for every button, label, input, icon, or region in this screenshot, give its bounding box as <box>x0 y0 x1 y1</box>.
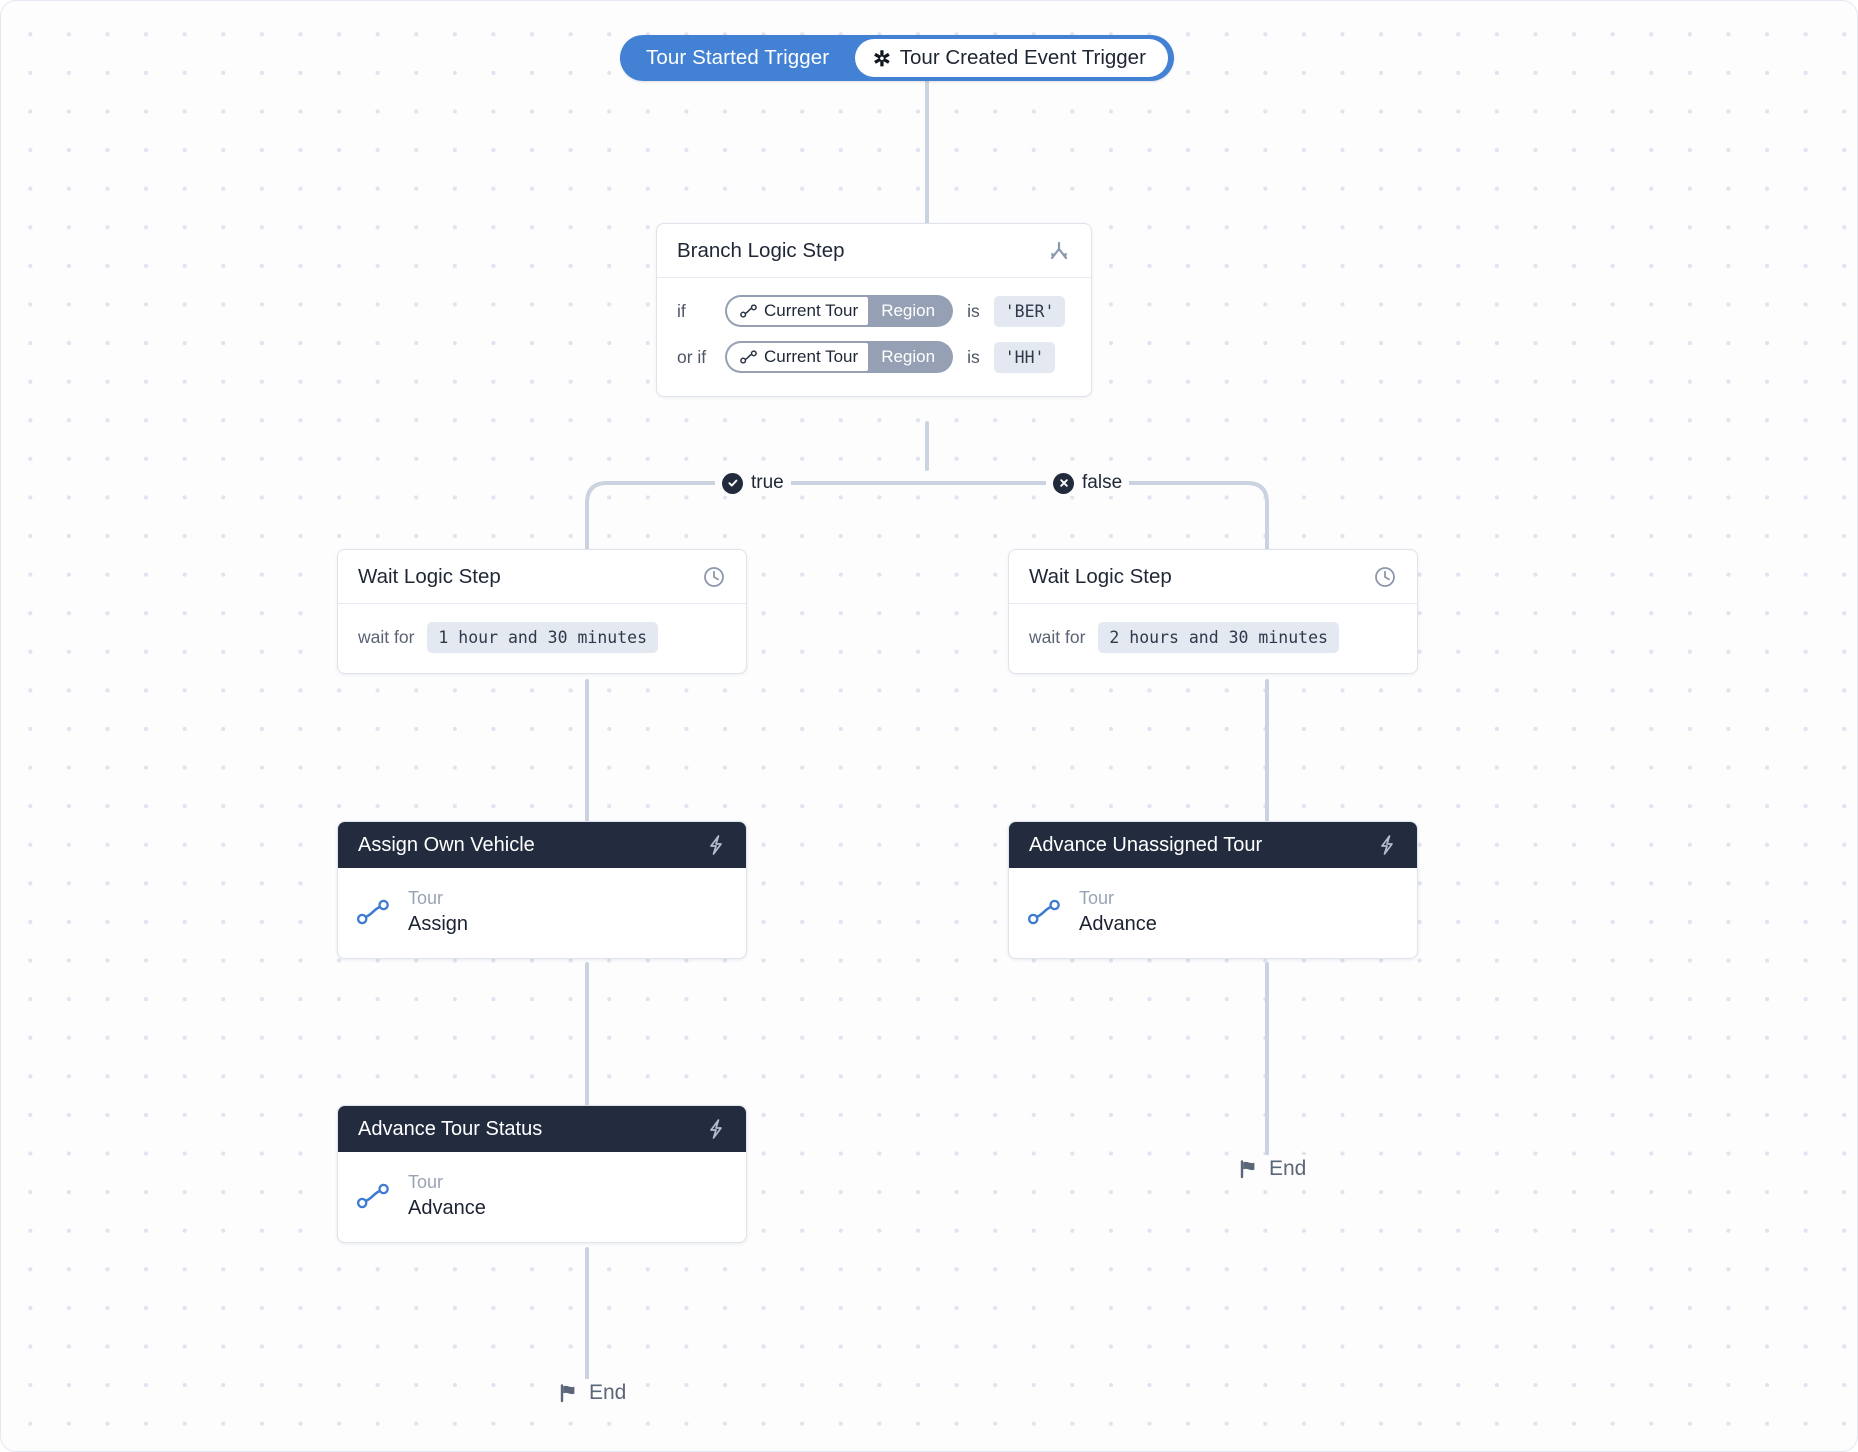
clock-icon <box>1373 565 1397 589</box>
branch-logic-card[interactable]: Branch Logic Step if <box>656 223 1092 397</box>
branch-keyword: or if <box>677 346 707 367</box>
branch-keyword: if <box>677 300 686 321</box>
action-operation: Advance <box>1079 913 1157 936</box>
wait-duration-row[interactable]: wait for 1 hour and 30 minutes <box>358 622 726 653</box>
branch-fork-icon <box>1047 240 1071 262</box>
branch-output-false-label: false <box>1082 472 1123 493</box>
branch-value-chip[interactable]: 'BER' <box>993 295 1066 327</box>
branch-logic-step-node[interactable]: Branch Logic Step if <box>656 223 1092 397</box>
action-card-header: Advance Unassigned Tour <box>1009 822 1417 868</box>
route-icon <box>1027 898 1061 926</box>
trigger-event-chip[interactable]: ✲ Tour Created Event Trigger <box>855 39 1168 77</box>
flag-icon <box>1238 1159 1260 1179</box>
action-card-body: Tour Advance <box>338 1152 746 1242</box>
end-label-text: End <box>589 1381 627 1404</box>
action-entity: Tour <box>1079 888 1115 908</box>
wait-card-body: wait for 1 hour and 30 minutes <box>338 604 746 673</box>
x-circle-icon <box>1053 472 1074 494</box>
wait-for-label: wait for <box>358 627 415 647</box>
action-card-body: Tour Advance <box>1009 868 1417 958</box>
trigger-event-label: Tour Created Event Trigger <box>899 46 1146 69</box>
end-label-text: End <box>1269 1157 1307 1180</box>
action-node-advance-unassigned-tour[interactable]: Advance Unassigned Tour Tour <box>1008 821 1418 960</box>
wait-step-title: Wait Logic Step <box>1029 564 1172 588</box>
wait-card-body: wait for 2 hours and 30 minutes <box>1009 604 1417 673</box>
branch-output-true[interactable]: true <box>715 470 791 496</box>
action-detail: Tour Assign <box>408 886 468 938</box>
variable-pill[interactable]: Current Tour Region <box>725 341 954 373</box>
lightning-bolt-icon <box>706 1118 726 1140</box>
variable-field-label: Region <box>881 347 936 366</box>
wait-logic-step-node-true[interactable]: Wait Logic Step wait for 1 hour and 30 m… <box>337 549 747 674</box>
action-node-assign-own-vehicle[interactable]: Assign Own Vehicle Tour A <box>337 821 747 960</box>
branch-output-true-label: true <box>751 472 784 493</box>
action-card[interactable]: Advance Tour Status Tour <box>337 1105 747 1244</box>
wait-step-title: Wait Logic Step <box>358 564 501 588</box>
action-entity: Tour <box>408 888 444 908</box>
action-card[interactable]: Assign Own Vehicle Tour A <box>337 821 747 960</box>
action-operation: Assign <box>408 913 469 936</box>
end-marker-false-branch: End <box>1232 1155 1313 1183</box>
branch-card-body: if Current Tour <box>657 278 1091 396</box>
action-detail: Tour Advance <box>408 1170 486 1222</box>
branch-card-header: Branch Logic Step <box>657 224 1091 278</box>
action-card[interactable]: Advance Unassigned Tour Tour <box>1008 821 1418 960</box>
branch-operator: is <box>967 300 980 321</box>
action-card-body: Tour Assign <box>338 868 746 958</box>
wait-logic-card[interactable]: Wait Logic Step wait for 2 hours and 30 … <box>1008 549 1418 674</box>
wait-duration-chip[interactable]: 2 hours and 30 minutes <box>1098 622 1339 653</box>
clock-icon <box>702 565 726 589</box>
trigger-node[interactable]: Tour Started Trigger ✲ Tour Created Even… <box>620 35 1174 81</box>
variable-pill[interactable]: Current Tour Region <box>725 295 954 327</box>
branch-value-chip[interactable]: 'HH' <box>993 341 1056 373</box>
trigger-pill[interactable]: Tour Started Trigger ✲ Tour Created Even… <box>620 35 1174 81</box>
branch-condition-row[interactable]: if Current Tour <box>677 288 1071 334</box>
action-card-header: Advance Tour Status <box>338 1106 746 1152</box>
branch-output-false[interactable]: false <box>1046 470 1130 496</box>
wait-logic-step-node-false[interactable]: Wait Logic Step wait for 2 hours and 30 … <box>1008 549 1418 674</box>
wait-duration-row[interactable]: wait for 2 hours and 30 minutes <box>1029 622 1397 653</box>
branch-condition-row[interactable]: or if Current Tour <box>677 334 1071 380</box>
variable-source-label: Current Tour <box>764 347 859 366</box>
route-icon <box>740 304 757 318</box>
wait-duration-chip[interactable]: 1 hour and 30 minutes <box>427 622 659 653</box>
branch-operator: is <box>967 346 980 367</box>
flag-icon <box>558 1383 580 1403</box>
route-icon <box>356 1182 390 1210</box>
asterisk-icon: ✲ <box>873 47 891 71</box>
action-entity: Tour <box>408 1172 444 1192</box>
action-operation: Advance <box>408 1197 486 1220</box>
action-title: Advance Unassigned Tour <box>1029 833 1263 856</box>
action-card-header: Assign Own Vehicle <box>338 822 746 868</box>
wait-card-header: Wait Logic Step <box>1009 550 1417 604</box>
route-icon <box>740 350 757 364</box>
action-title: Assign Own Vehicle <box>358 833 535 856</box>
wait-for-label: wait for <box>1029 627 1086 647</box>
check-circle-icon <box>722 472 743 494</box>
wait-logic-card[interactable]: Wait Logic Step wait for 1 hour and 30 m… <box>337 549 747 674</box>
action-title: Advance Tour Status <box>358 1117 543 1140</box>
wait-card-header: Wait Logic Step <box>338 550 746 604</box>
branch-step-title: Branch Logic Step <box>677 238 845 262</box>
action-node-advance-tour-status[interactable]: Advance Tour Status Tour <box>337 1105 747 1244</box>
trigger-name: Tour Started Trigger <box>646 46 830 69</box>
action-detail: Tour Advance <box>1079 886 1157 938</box>
route-icon <box>356 898 390 926</box>
variable-field-label: Region <box>881 301 936 320</box>
end-marker-true-branch: End <box>552 1379 633 1407</box>
variable-source: Current Tour <box>727 297 869 325</box>
variable-source-label: Current Tour <box>764 301 859 320</box>
lightning-bolt-icon <box>706 834 726 856</box>
lightning-bolt-icon <box>1377 834 1397 856</box>
variable-source: Current Tour <box>727 343 869 371</box>
